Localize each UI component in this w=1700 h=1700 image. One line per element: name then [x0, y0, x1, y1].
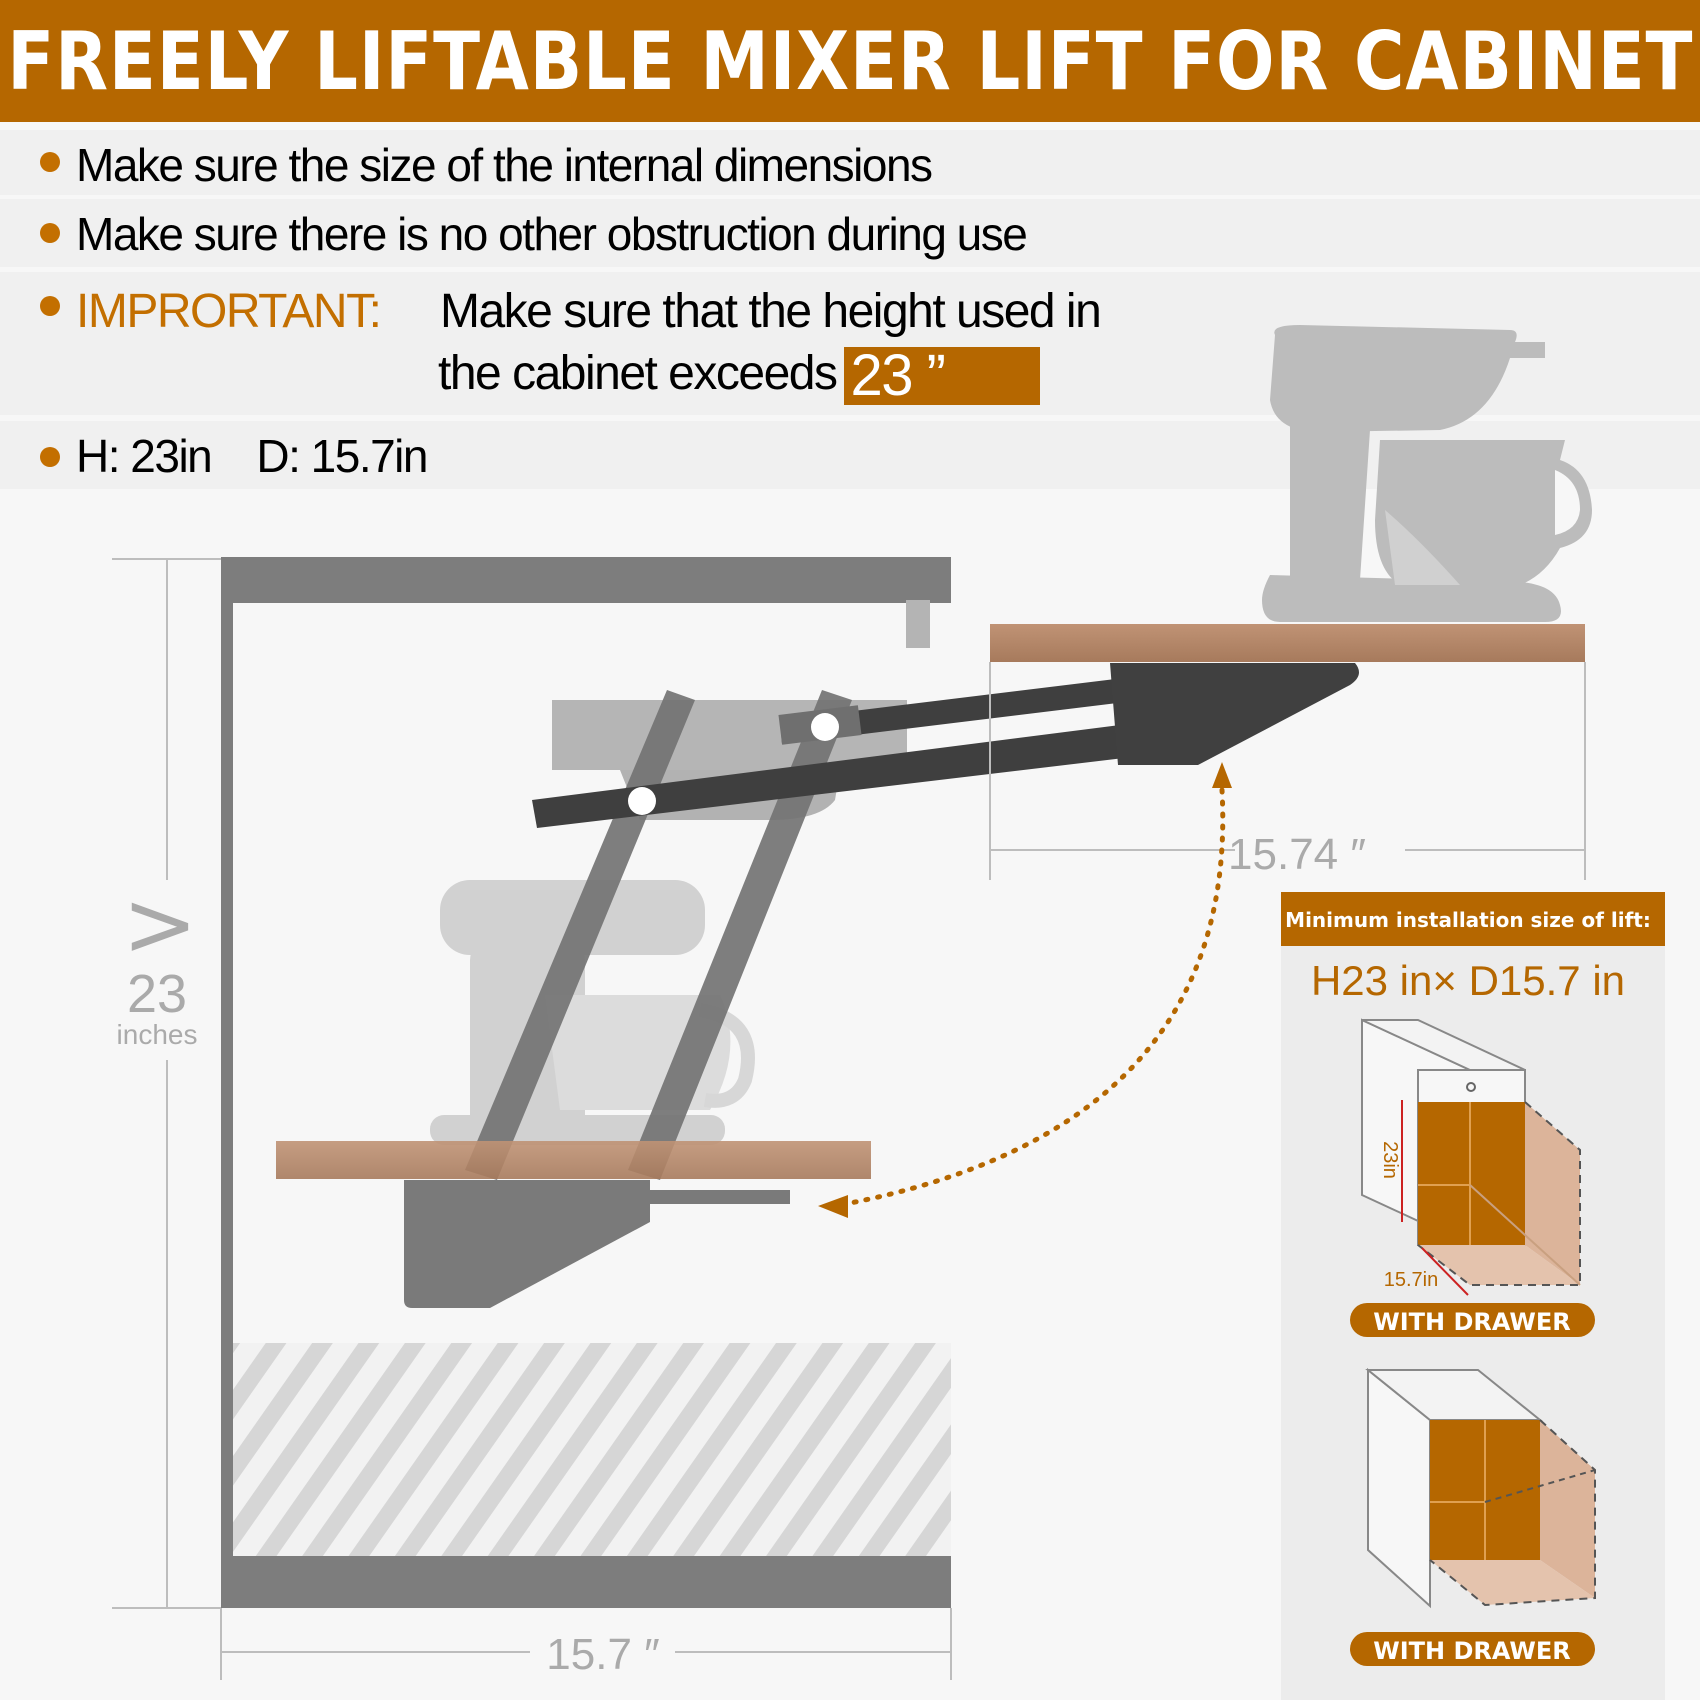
bullet-dot-icon: [40, 223, 60, 243]
cabinet-box-with-drawer-2: [1365, 1367, 1596, 1609]
cabinet-frame: [221, 557, 951, 1608]
with-drawer-badge-1: [1350, 1303, 1595, 1337]
lift-arms: [465, 676, 1142, 1180]
bullet-row-internal-dimensions: Make sure the size of the internal dimen…: [0, 130, 1700, 195]
bullet-text: Make sure the size of the internal dimen…: [76, 139, 933, 191]
title-banner: FREELY LIFTABLE MIXER LIFT FOR CABINET: [0, 0, 1700, 122]
depth-inner-label: 15.7 ″: [546, 1630, 659, 1679]
height-value-label: 23: [127, 964, 187, 1024]
depth-dimension-guide: [220, 1608, 952, 1680]
raised-bracket: [1110, 663, 1359, 765]
with-drawer-label-1: WITH DRAWER: [1373, 1308, 1570, 1336]
arm-pivot-icon: [811, 713, 839, 741]
lowered-bracket: [404, 1180, 650, 1308]
dimensions-text: H: 23in D: 15.7in: [76, 430, 428, 482]
extended-depth-guide: [989, 662, 1586, 880]
bullet-row-no-obstruction: Make sure there is no other obstruction …: [0, 199, 1700, 267]
with-drawer-badge-2: [1350, 1632, 1595, 1666]
important-label: IMPRORTANT:: [76, 285, 382, 338]
bullet-text: Make sure there is no other obstruction …: [76, 208, 1028, 260]
cabinet-box-with-drawer-1: [1361, 1018, 1581, 1296]
page-title: FREELY LIFTABLE MIXER LIFT FOR CABINET: [6, 14, 1694, 108]
with-drawer-label-2: WITH DRAWER: [1373, 1637, 1570, 1665]
height-highlight-badge: 23 ”: [844, 347, 1041, 405]
arm-pivot-icon: [628, 787, 656, 815]
lowered-rail: [650, 1190, 790, 1204]
extended-depth-label: 15.74 ″: [1228, 830, 1366, 879]
bullet-dot-icon: [40, 447, 60, 467]
panel-header: Minimum installation size of lift:: [1285, 908, 1651, 932]
lift-motion-arc: [837, 787, 1226, 1208]
box1-height-label: 23in: [1379, 1141, 1401, 1179]
height-unit-label: inches: [117, 1019, 198, 1050]
panel-size: H23 in× D15.7 in: [1311, 957, 1625, 1004]
height-greater-than-symbol: >: [122, 872, 197, 977]
raised-mixer-icon: [1262, 325, 1592, 622]
bullet-dot-icon: [40, 296, 60, 316]
hatched-obstruction-area: [233, 1343, 951, 1556]
bullet-dot-icon: [40, 152, 60, 172]
important-text-line1: Make sure that the height used in: [440, 285, 1102, 338]
lowered-shelf: [276, 1141, 871, 1179]
important-text-line2-label: the cabinet exceeds: [438, 347, 838, 400]
box1-depth-label: 15.7in: [1384, 1269, 1439, 1291]
arc-arrow-up-icon: [1212, 762, 1232, 788]
raised-shelf: [990, 624, 1585, 662]
arc-arrow-left-icon: [818, 1195, 848, 1218]
height-dimension-guide: [112, 558, 222, 1609]
